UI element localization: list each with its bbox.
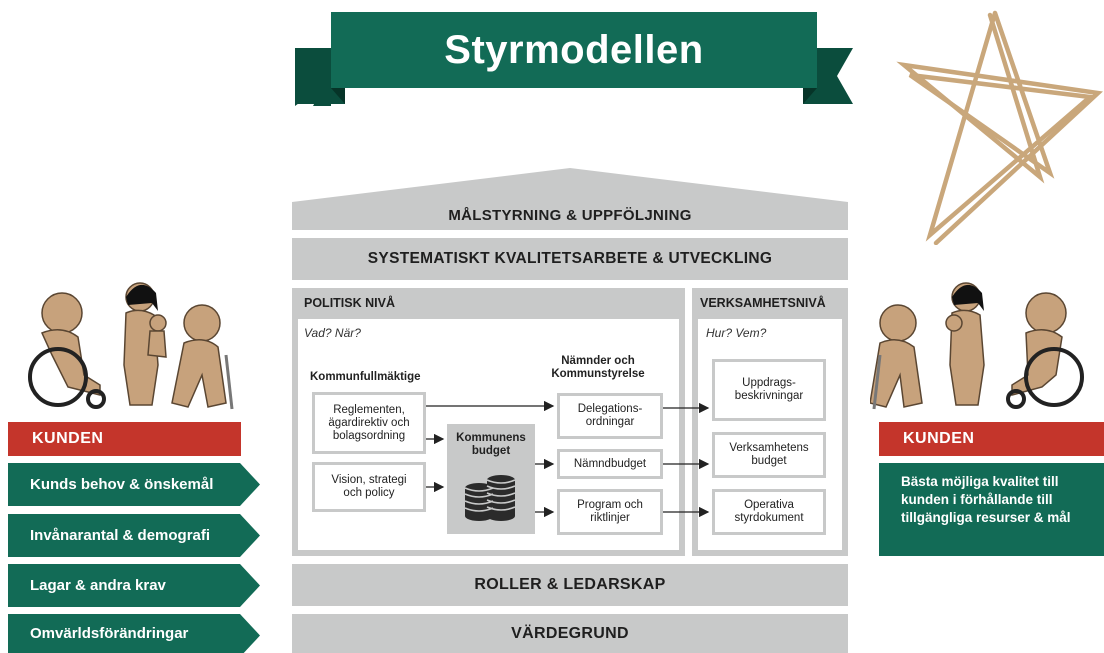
nk-heading: Nämnder och Kommunstyrelse: [551, 355, 645, 380]
left-item-invanarantal: Invånarantal & demografi: [8, 514, 260, 557]
budget-box: Kommunens budget: [447, 424, 535, 534]
arrow-shape-icon: [8, 564, 260, 607]
banner-ribbon-icon: [295, 12, 853, 106]
roof-shape: [292, 168, 848, 230]
customer-figures-right-icon: [870, 282, 1084, 410]
left-item-behov: Kunds behov & önskemål: [8, 463, 260, 506]
customer-figures-left-icon: [28, 282, 234, 410]
roof-section: MÅLSTYRNING & UPPFÖLJNING: [292, 168, 848, 232]
values-bar: VÄRDEGRUND: [292, 614, 848, 653]
coins-icon: [464, 475, 516, 521]
kf-box-vision: Vision, strategi och policy: [312, 462, 426, 512]
kf-box-reglementen: Reglementen, ägardirektiv och bolagsordn…: [312, 392, 426, 454]
right-kunden-label: KUNDEN: [879, 422, 1104, 456]
right-outcome-box: Bästa möjliga kvalitet till kunden i för…: [879, 463, 1104, 556]
left-item-label: Invånarantal & demografi: [30, 527, 211, 544]
quality-bar: SYSTEMATISKT KVALITETSARBETE & UTVECKLIN…: [292, 238, 848, 280]
arrow-shape-icon: [8, 463, 260, 506]
left-item-lagar: Lagar & andra krav: [8, 564, 260, 607]
star-icon: [896, 10, 1103, 245]
arrow-shape-icon: [8, 514, 260, 557]
left-kunden-label: KUNDEN: [8, 422, 241, 456]
left-item-label: Lagar & andra krav: [30, 577, 166, 594]
page-title: Styrmodellen: [444, 27, 704, 72]
political-subtitle: Vad? När?: [304, 326, 361, 340]
roles-bar: ROLLER & LEDARSKAP: [292, 564, 848, 606]
arrow-shape-icon: [8, 614, 260, 653]
kf-heading: Kommunfullmäktige: [310, 371, 421, 383]
op-box-budget: Verksamhetens budget: [712, 432, 826, 478]
nk-box-delegation: Delegations-ordningar: [557, 393, 663, 439]
operational-title: VERKSAMHETSNIVÅ: [700, 296, 826, 310]
nk-box-program: Program och riktlinjer: [557, 489, 663, 535]
left-item-label: Omvärldsförändringar: [30, 625, 189, 642]
roof-label: MÅLSTYRNING & UPPFÖLJNING: [448, 206, 692, 224]
op-box-uppdrag: Uppdrags-beskrivningar: [712, 359, 826, 421]
left-item-omvarld: Omvärldsförändringar: [8, 614, 260, 653]
political-title: POLITISK NIVÅ: [304, 296, 395, 310]
budget-heading: Kommunens budget: [456, 432, 526, 457]
title-banner: Styrmodellen: [295, 8, 853, 108]
nk-box-namndbudget: Nämndbudget: [557, 449, 663, 479]
left-item-label: Kunds behov & önskemål: [30, 476, 214, 493]
operational-subtitle: Hur? Vem?: [706, 326, 767, 340]
op-box-styrdokument: Operativa styrdokument: [712, 489, 826, 535]
